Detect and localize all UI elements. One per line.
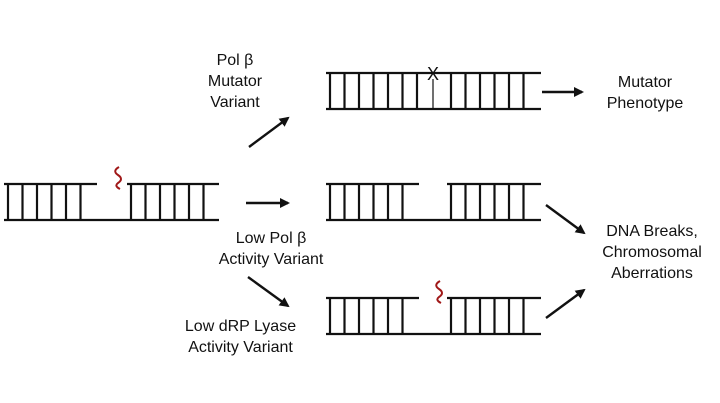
arrow-bot-to-dna-breaks [545,288,586,319]
arrow-to-mutator [248,116,290,148]
label-mutator-variant: Pol β Mutator Variant [207,52,263,111]
product-drp-flap [435,280,443,304]
label-low-lyase-variant: Low dRP Lyase Activity Variant [184,318,297,356]
low-lyase-product-dna [326,296,541,336]
arrow-to-low-lyase [247,276,290,308]
mismatch-mark: X [427,64,439,84]
substrate-drp-flap [114,166,122,190]
mutator-product-dna [326,71,541,111]
arrow-mid-to-dna-breaks [545,204,586,235]
label-mutator-phenotype: Mutator Phenotype [606,74,684,112]
label-dna-breaks: DNA Breaks, Chromosomal Aberrations [602,223,702,282]
label-low-activity-variant: Low Pol β Activity Variant [218,230,324,268]
substrate-dna [4,182,219,222]
low-activity-product-dna [326,182,541,222]
